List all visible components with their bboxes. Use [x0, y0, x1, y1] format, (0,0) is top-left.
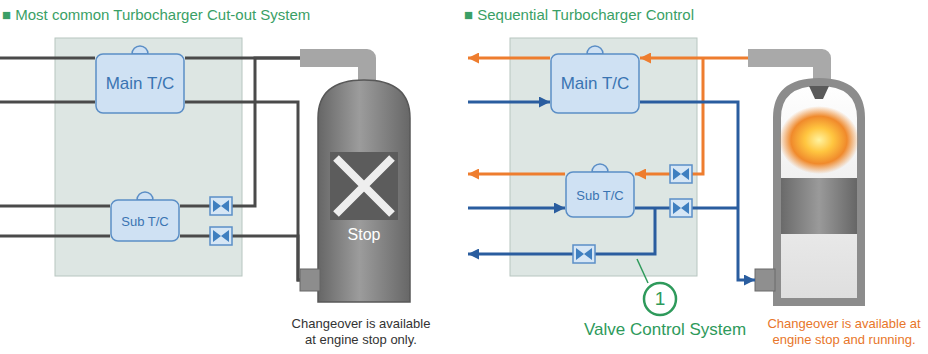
node-label: 1: [655, 288, 666, 310]
node-label: Main T/C: [561, 74, 630, 94]
pipe-lines: [0, 58, 110, 236]
turbocharger-box: Main T/C: [550, 46, 640, 114]
pipe-line: [185, 102, 300, 280]
caption-note: Changeover is available at engine stop a…: [764, 316, 924, 347]
exhaust-flow: [468, 58, 748, 174]
callout-title: Valve Control System: [584, 320, 746, 340]
callout-number: 1: [642, 279, 678, 319]
section-heading: ■ Sequential Turbocharger Control: [464, 6, 694, 24]
leader-line: [637, 259, 648, 283]
engine-illustration: [300, 40, 412, 304]
turbocharger-box: Sub T/C: [110, 192, 180, 242]
node-label: Main T/C: [106, 74, 175, 94]
node-label: Sub T/C: [121, 214, 168, 229]
engine-cylinder: Stop: [300, 40, 412, 304]
turbocharger-box: Main T/C: [95, 46, 185, 114]
node-label: Stop: [318, 226, 410, 244]
section-heading: ■ Most common Turbocharger Cut-out Syste…: [2, 6, 310, 24]
node-label: Sub T/C: [576, 188, 623, 203]
engine-cylinder: [748, 58, 861, 302]
turbocharger-box: Sub T/C: [565, 164, 635, 218]
sequential-panel: [510, 38, 697, 276]
pipe-line: [180, 236, 300, 280]
cutout-panel: [55, 38, 242, 276]
caption-note: Changeover is available at engine stop o…: [287, 316, 435, 347]
air-flow: [468, 102, 755, 280]
pipe-line: [180, 58, 300, 206]
valve-symbol: [210, 165, 692, 263]
